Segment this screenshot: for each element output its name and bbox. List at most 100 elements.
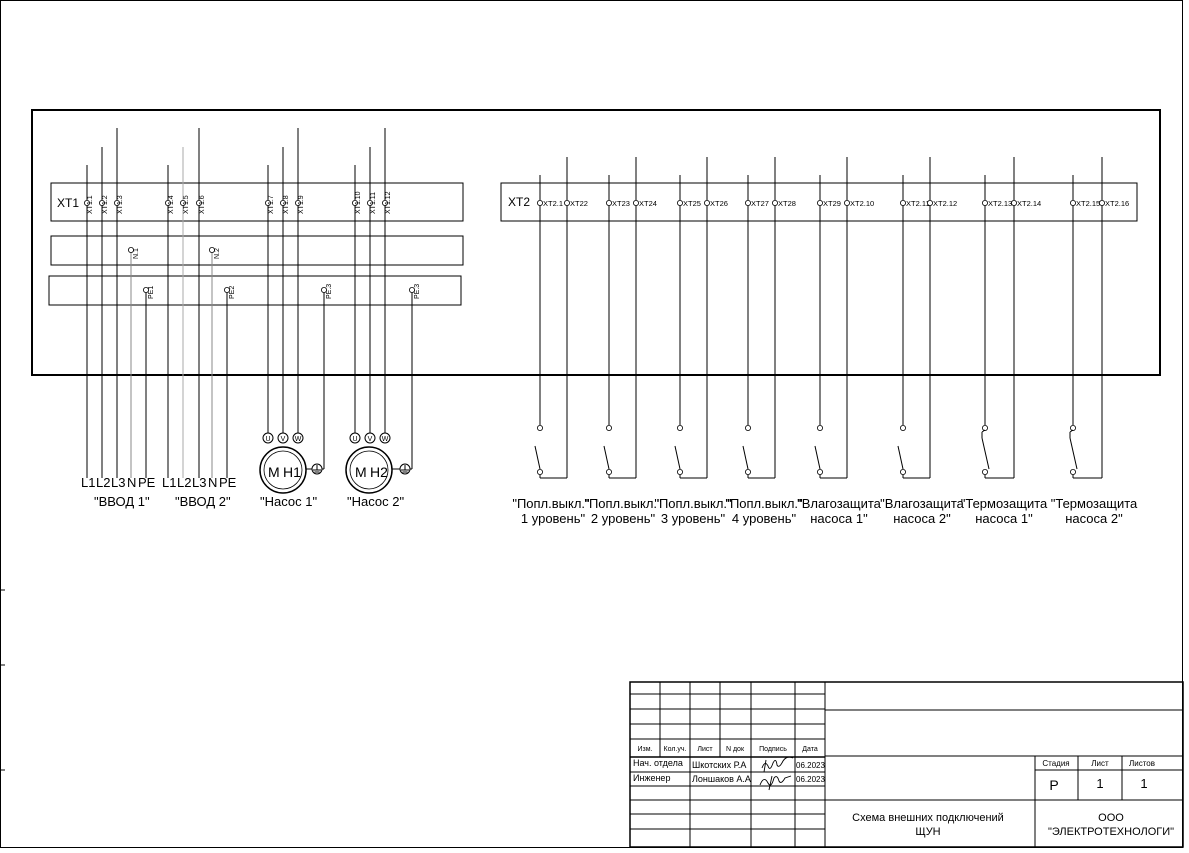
sensor-caption: "Влагозащита <box>880 496 965 511</box>
motor-caption: "Насос 2" <box>347 494 404 509</box>
terminal-icon <box>1011 199 1018 206</box>
phase-label: W <box>382 436 389 443</box>
terminal-icon <box>366 199 373 206</box>
terminal-label: XT28 <box>778 199 796 208</box>
terminal-label: XT23 <box>612 199 630 208</box>
phase-label: V <box>281 436 286 443</box>
sheet-label: Лист <box>1091 759 1109 768</box>
terminal-label: XT2.10 <box>850 199 874 208</box>
switch-contact <box>742 445 749 470</box>
terminal-label: XT1.11 <box>370 192 377 214</box>
input-caption: "ВВОД 1" <box>94 494 150 509</box>
terminal-icon <box>408 286 415 293</box>
terminal-label: XT1.7 <box>268 195 275 214</box>
terminal-label: XT2.11 <box>906 199 930 208</box>
title-line: ЩУН <box>915 826 940 838</box>
phase-terminal <box>379 432 391 444</box>
signatures: Нач. отдела Шкотских Р.А 06.2023 Инженер… <box>633 758 825 784</box>
terminal-label: XT1.5 <box>183 195 190 214</box>
terminal-label: XT1.2 <box>102 195 109 214</box>
terminal-icon <box>745 424 752 431</box>
terminal-icon <box>264 199 271 206</box>
sheet-value: 1 <box>1096 776 1103 791</box>
sensor-caption: 1 уровень" <box>521 511 586 526</box>
sensor-caption: насоса 1" <box>975 511 1033 526</box>
motor-1: M H1 U V W "Насос 1" <box>259 432 323 509</box>
wire-label: L2 <box>177 475 191 490</box>
col-header: Подпись <box>759 746 787 753</box>
sensor-caption: "Попл.выкл." <box>725 496 803 511</box>
terminal-label: XT2.13 <box>988 199 1012 208</box>
sensor-caption: "Попл.выкл." <box>654 496 732 511</box>
sheets-value: 1 <box>1140 776 1147 791</box>
sheets-label: Листов <box>1129 759 1155 768</box>
terminal-icon <box>1070 199 1077 206</box>
terminal-label: XT29 <box>823 199 841 208</box>
terminal-icon <box>114 199 121 206</box>
motor-2: M H2 U V W "Насос 2" <box>345 432 411 509</box>
switch-contact <box>981 429 986 433</box>
org-line: "ЭЛЕКТРОТЕХНОЛОГИ" <box>1048 826 1174 838</box>
terminal-icon <box>1099 199 1106 206</box>
switch-contact <box>814 445 821 470</box>
terminal-label: XT1.4 <box>168 195 175 214</box>
terminal-icon <box>164 199 171 206</box>
terminal-icon <box>677 468 684 475</box>
sensor-caption: "Попл.выкл." <box>512 496 590 511</box>
sign-date: 06.2023 <box>796 761 825 770</box>
terminal-icon <box>537 199 544 206</box>
stage-value: Р <box>1049 777 1058 793</box>
terminal-icon <box>142 286 149 293</box>
motor-circle <box>259 446 307 494</box>
switch-contact <box>674 445 681 470</box>
terminal-icon <box>982 424 989 431</box>
terminal-icon <box>817 199 824 206</box>
input-2: L1 L2 L3 N PE "ВВОД 2" <box>162 475 237 509</box>
switch-contact <box>981 437 990 470</box>
motor-circle <box>345 446 393 494</box>
terminal-label: XT1.10 <box>355 191 362 214</box>
terminal-label: XT25 <box>683 199 701 208</box>
motor-inner-circle <box>349 450 389 490</box>
terminal-icon <box>223 286 230 293</box>
sensor-caption: 2 уровень" <box>591 511 656 526</box>
input-1: L1 L2 L3 N PE "ВВОД 1" <box>81 475 156 509</box>
phase-terminal <box>364 432 376 444</box>
phase-label: V <box>368 436 373 443</box>
terminal-label: PE2 <box>229 286 236 299</box>
terminal-label: PE1 <box>148 286 155 299</box>
title-block-text: Изм. Кол.уч. Лист N док Подпись Дата <box>638 746 818 753</box>
terminal-icon <box>564 199 571 206</box>
wire-label: PE <box>138 475 156 490</box>
sensor-caption: насоса 2" <box>1065 511 1123 526</box>
col-header: N док <box>726 746 745 753</box>
sensor-captions: "Попл.выкл." 1 уровень" "Попл.выкл." 2 у… <box>512 496 1138 526</box>
terminal-icon <box>320 286 327 293</box>
terminal-label: XT22 <box>570 199 588 208</box>
title-line: Схема внешних подключений <box>852 812 1004 824</box>
n-strip <box>50 235 464 266</box>
phase-label: U <box>352 436 357 443</box>
terminal-label: PE.3 <box>414 284 421 299</box>
input-caption: "ВВОД 2" <box>175 494 231 509</box>
switch-contact <box>1069 437 1078 470</box>
motor-m-label: M <box>355 464 367 480</box>
col-header: Дата <box>802 746 818 753</box>
cabinet-enclosure <box>31 109 1161 376</box>
phase-terminal <box>292 432 304 444</box>
terminal-label: PE.3 <box>326 284 333 299</box>
motor-h-label: H2 <box>370 464 388 480</box>
wire-label: N <box>127 475 136 490</box>
terminal-icon <box>195 199 202 206</box>
terminal-label: XT27 <box>751 199 769 208</box>
phase-terminal <box>349 432 361 444</box>
terminal-icon <box>633 199 640 206</box>
sign-date: 06.2023 <box>796 775 825 784</box>
terminal-label: XT1.8 <box>283 195 290 214</box>
sensor-caption: 3 уровень" <box>661 511 726 526</box>
terminal-label: XT26 <box>710 199 728 208</box>
stage-label: Стадия <box>1042 759 1069 768</box>
terminal-icon <box>982 468 989 475</box>
